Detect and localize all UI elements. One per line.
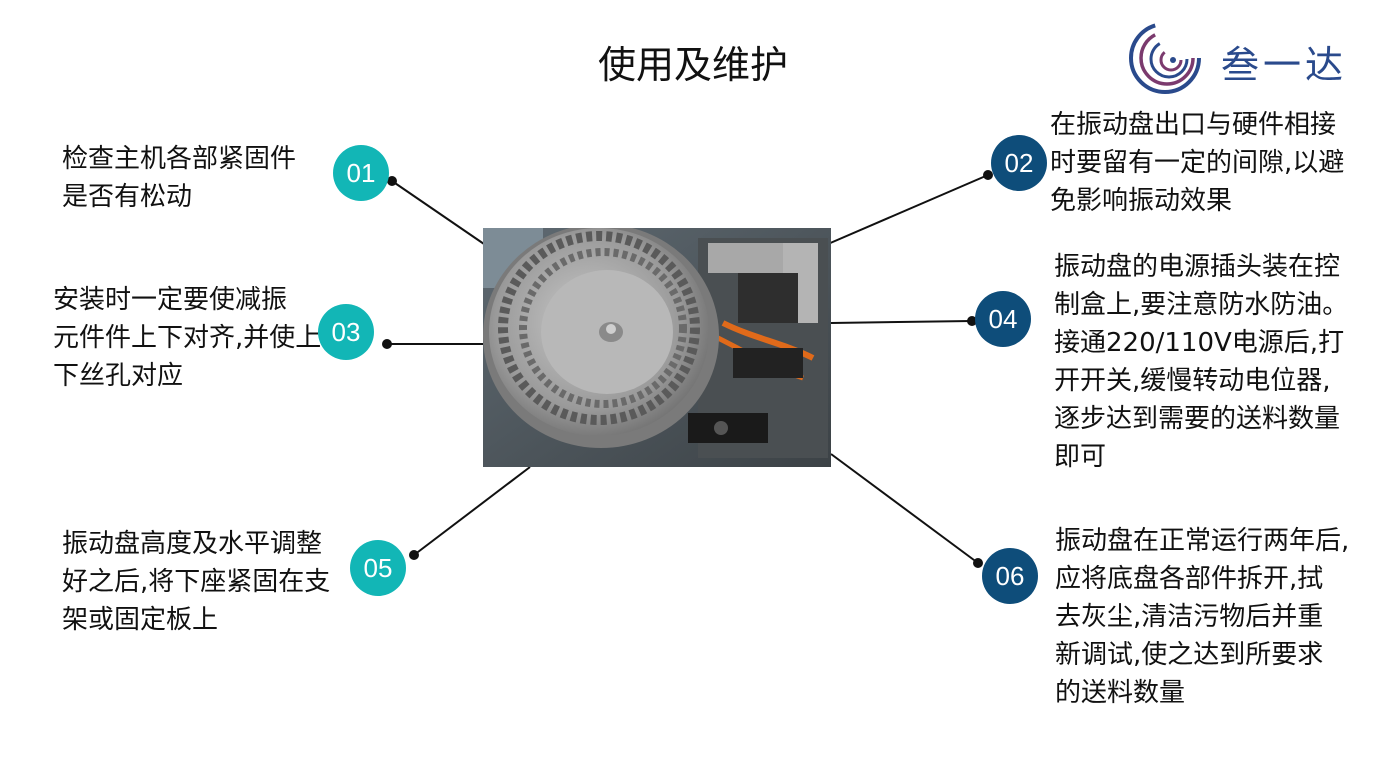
brand-logo: 叁一达 [1127,16,1357,96]
item-01-text: 检查主机各部紧固件 是否有松动 [62,144,297,212]
brand-name: 叁一达 [1221,43,1348,87]
item-05-text: 振动盘高度及水平调整 好之后,将下座紧固在支 架或固定板上 [62,529,331,635]
item-02-text: 在振动盘出口与硬件相接 时要留有一定的间隙,以避 免影响振动效果 [1050,110,1345,216]
item-04-text: 振动盘的电源插头装在控 制盒上,要注意防水防油。 接通220/110V电源后,打… [1054,252,1349,472]
item-05-badge: 05 [350,540,406,596]
connector-05 [413,466,531,556]
vibratory-bowl-photo [483,228,831,467]
item-06-badge: 06 [982,548,1038,604]
item-03-badge: 03 [318,304,374,360]
spiral-logo-icon [1129,22,1201,94]
item-01-badge: 01 [333,145,389,201]
item-04-badge: 04 [975,291,1031,347]
item-06-text: 振动盘在正常运行两年后, 应将底盘各部件拆开,拭 去灰尘,清洁污物后并重 新调试… [1055,526,1350,708]
connector-04 [830,320,973,324]
connector-06 [830,453,979,564]
page-title: 使用及维护 [597,43,788,87]
connector-01 [391,180,485,245]
item-02-badge: 02 [991,135,1047,191]
connector-02 [827,174,989,245]
item-03-text: 安装时一定要使减振 元件件上下对齐,并使上 下丝孔对应 [53,285,322,391]
